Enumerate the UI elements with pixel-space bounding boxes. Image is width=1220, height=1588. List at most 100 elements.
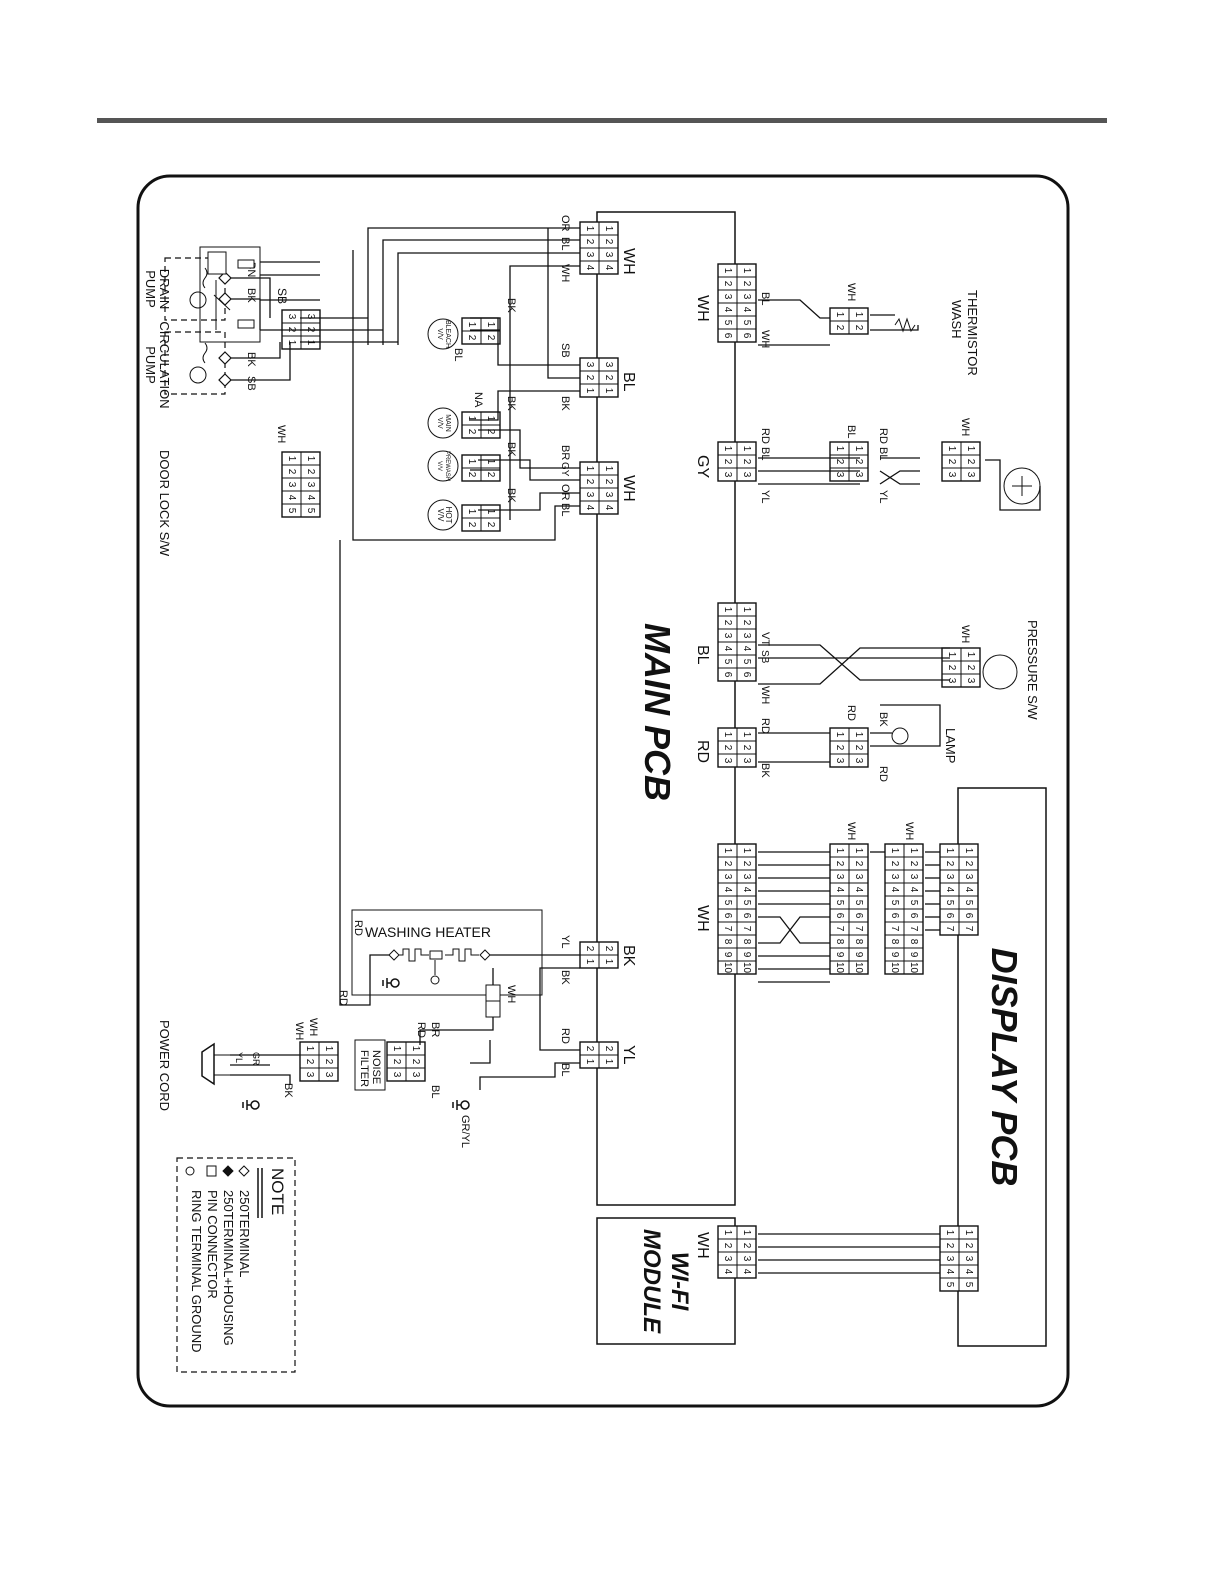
- svg-text:2: 2: [944, 1243, 955, 1249]
- svg-text:2: 2: [946, 665, 957, 671]
- svg-text:2: 2: [741, 861, 752, 867]
- svg-text:2: 2: [305, 469, 316, 475]
- wire-bl-therm: BL: [759, 292, 771, 305]
- svg-text:2: 2: [584, 946, 595, 952]
- svg-text:1: 1: [889, 848, 900, 854]
- svg-text:2: 2: [722, 861, 733, 867]
- svg-text:4: 4: [834, 887, 845, 893]
- svg-text:9: 9: [908, 952, 919, 958]
- svg-text:2: 2: [485, 335, 496, 341]
- wire-yl-cord: YL: [234, 1052, 244, 1063]
- svg-text:1: 1: [323, 1046, 334, 1052]
- svg-text:1: 1: [485, 459, 496, 465]
- svg-text:2: 2: [584, 239, 595, 245]
- svg-text:1: 1: [305, 340, 316, 346]
- svg-text:3: 3: [944, 1256, 955, 1262]
- svg-text:1: 1: [834, 312, 845, 318]
- svg-text:1: 1: [410, 1046, 421, 1052]
- heater-label: WASHING HEATER: [365, 924, 491, 940]
- svg-text:2: 2: [584, 479, 595, 485]
- wire-bl-top-2: BL: [559, 503, 571, 516]
- svg-text:1: 1: [286, 340, 297, 346]
- svg-text:3: 3: [965, 678, 976, 684]
- svg-text:2: 2: [889, 861, 900, 867]
- main-pcb-box: [596, 211, 736, 1206]
- svg-text:3: 3: [603, 362, 614, 368]
- svg-text:5: 5: [741, 320, 752, 326]
- svg-text:1: 1: [741, 446, 752, 452]
- conn-label-wh-therm: WH: [694, 295, 711, 322]
- svg-text:3: 3: [603, 252, 614, 258]
- svg-text:2: 2: [603, 375, 614, 381]
- note-item-4: RING TERMINAL GROUND: [189, 1190, 204, 1353]
- svg-text:2: 2: [853, 325, 864, 331]
- bleach-label: BLEACH: [444, 320, 451, 348]
- svg-text:5: 5: [305, 508, 316, 514]
- svg-text:8: 8: [853, 939, 864, 945]
- svg-text:6: 6: [741, 672, 752, 678]
- wire-rd-mid: RD: [877, 428, 889, 444]
- svg-text:4: 4: [963, 1269, 974, 1275]
- svg-text:4: 4: [722, 307, 733, 313]
- svg-text:2: 2: [603, 1046, 614, 1052]
- main-valve: [427, 407, 459, 439]
- wire-sb-circ: SB: [245, 376, 257, 391]
- svg-text:6: 6: [741, 333, 752, 339]
- wire-bk-valve-3: BK: [505, 442, 517, 457]
- wire-bl-top: BL: [559, 237, 571, 250]
- wire-bk-heater: BK: [559, 970, 571, 985]
- wire-rd-lamp: RD: [759, 718, 771, 734]
- wire-rd-lamp-3: RD: [877, 766, 889, 782]
- conn-label-wifi: WH: [694, 1232, 711, 1259]
- svg-text:2: 2: [741, 1243, 752, 1249]
- svg-text:4: 4: [741, 1269, 752, 1275]
- svg-text:3: 3: [834, 758, 845, 764]
- svg-text:1: 1: [584, 959, 595, 965]
- svg-text:5: 5: [286, 508, 297, 514]
- svg-text:3: 3: [889, 874, 900, 880]
- note-item-2: 250TERMINAL+HOUSING: [221, 1190, 236, 1346]
- wire-wh-disp-2: WH: [903, 822, 915, 840]
- svg-text:2: 2: [853, 745, 864, 751]
- svg-text:2: 2: [466, 522, 477, 528]
- svg-text:3: 3: [722, 758, 733, 764]
- lamp-label: LAMP: [943, 728, 958, 763]
- svg-text:3: 3: [304, 1072, 315, 1078]
- wire-wh-therm: WH: [845, 283, 857, 301]
- svg-text:3: 3: [741, 633, 752, 639]
- svg-text:1: 1: [603, 226, 614, 232]
- svg-text:1: 1: [944, 1230, 955, 1236]
- svg-text:10: 10: [853, 962, 864, 974]
- conn-label-yl: YL: [620, 1045, 637, 1065]
- svg-text:1: 1: [722, 1230, 733, 1236]
- svg-text:3: 3: [584, 492, 595, 498]
- svg-text:3: 3: [946, 472, 957, 478]
- svg-text:2: 2: [965, 665, 976, 671]
- svg-text:2: 2: [603, 239, 614, 245]
- svg-text:7: 7: [853, 926, 864, 932]
- svg-text:10: 10: [741, 962, 752, 974]
- wire-yl-mid: YL: [877, 490, 889, 503]
- wire-wh-nf: WH: [307, 1018, 319, 1036]
- heater-fuse: [419, 968, 501, 1045]
- svg-text:6: 6: [741, 913, 752, 919]
- svg-text:2: 2: [722, 745, 733, 751]
- svg-text:6: 6: [908, 913, 919, 919]
- svg-text:2: 2: [946, 459, 957, 465]
- svg-text:1: 1: [741, 1230, 752, 1236]
- svg-text:1: 1: [466, 509, 477, 515]
- svg-text:10: 10: [722, 962, 733, 974]
- wire-bk-lamp: BK: [759, 763, 771, 778]
- bleach-valve: [427, 318, 459, 350]
- svg-text:8: 8: [722, 939, 733, 945]
- conn-label-gy: GY: [694, 455, 711, 478]
- circ-pump-label: CIRCULATION: [157, 321, 172, 408]
